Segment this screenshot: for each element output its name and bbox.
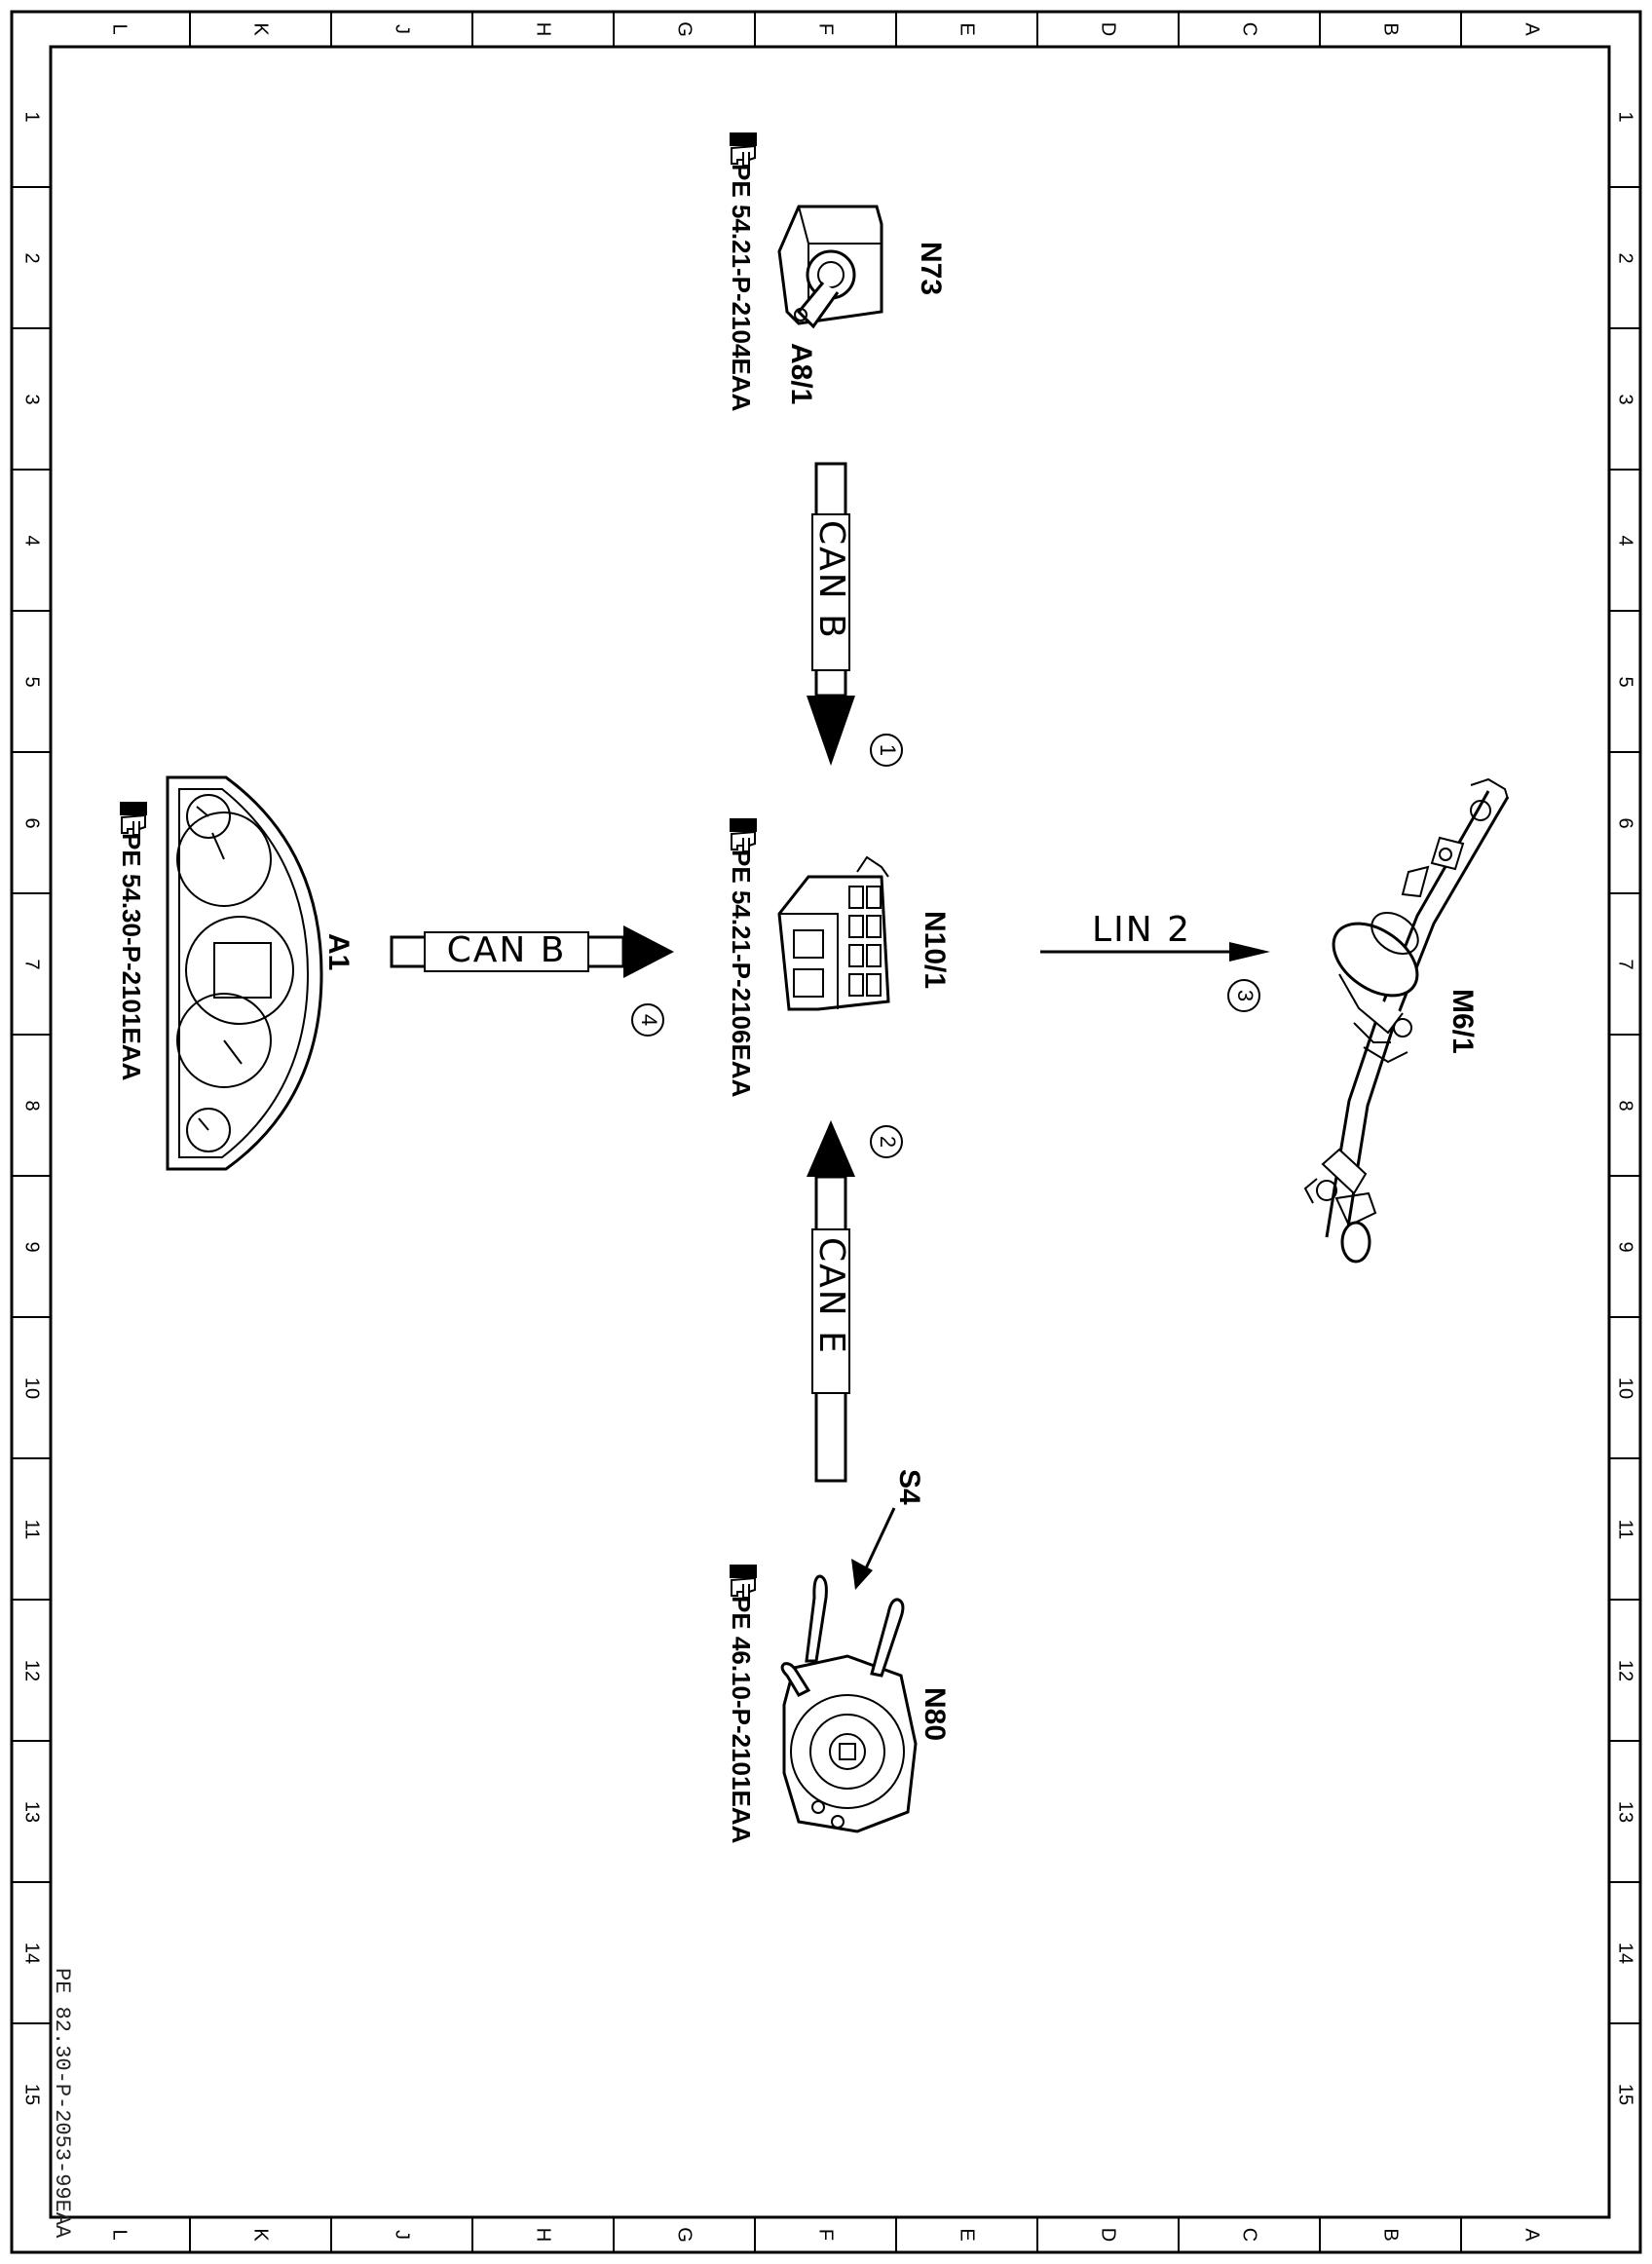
grid-letter: F <box>815 23 837 35</box>
bus-label: CAN B <box>447 930 567 970</box>
grid-number: 1 <box>1615 111 1636 122</box>
steering-column-module-icon <box>780 1574 918 1833</box>
grid-number: 15 <box>21 2084 43 2105</box>
n73-label: N73 <box>915 242 947 295</box>
hand-pointer-icon <box>119 801 148 836</box>
grid-letter: B <box>1380 2228 1402 2241</box>
bus-label: CAN B <box>811 520 851 640</box>
grid-letter: K <box>250 22 272 36</box>
grid-number: 13 <box>1615 1801 1636 1823</box>
grid-ticks <box>12 12 1640 2252</box>
s4-label: S4 <box>893 1469 925 1505</box>
hand-pointer-icon <box>729 132 758 167</box>
grid-letter: F <box>815 2229 837 2241</box>
grid-letter: D <box>1098 22 1119 36</box>
grid-number: 14 <box>21 1943 43 1964</box>
grid-number: 2 <box>1615 252 1636 263</box>
grid-number: 14 <box>1615 1943 1636 1964</box>
grid-number: 6 <box>1615 817 1636 828</box>
component-m6-1: M6/1 <box>1303 777 1510 1264</box>
grid-number: 9 <box>1615 1241 1636 1252</box>
connection-1: CAN B 1 <box>807 462 903 767</box>
n10-1-reference: PE 54.21-P-2106EAA <box>727 849 756 1098</box>
grid-number: 5 <box>1615 676 1636 687</box>
grid-letters-top: L K J H G F E D C B A <box>109 21 1543 37</box>
n80-reference: PE 46.10-P-2101EAA <box>727 1596 756 1844</box>
component-n73: PE 54.21-P-2104EAA N73 A8/1 <box>727 132 947 412</box>
grid-number: 15 <box>1615 2084 1636 2105</box>
a8-1-label: A8/1 <box>785 343 817 404</box>
grid-number: 5 <box>21 676 43 687</box>
connection-number: 2 <box>876 1136 900 1148</box>
connection-number: 3 <box>1233 990 1258 1001</box>
grid-number: 3 <box>1615 394 1636 404</box>
grid-number: 8 <box>1615 1100 1636 1111</box>
grid-letter: L <box>109 2229 131 2240</box>
grid-letter: C <box>1239 22 1260 36</box>
grid-number: 7 <box>1615 959 1636 969</box>
grid-letter: E <box>957 2228 978 2241</box>
connection-number: 1 <box>876 744 900 756</box>
grid-letter: B <box>1380 22 1402 35</box>
grid-letter: H <box>533 22 554 36</box>
grid-number: 2 <box>21 252 43 263</box>
m6-1-label: M6/1 <box>1446 989 1479 1054</box>
connection-3: LIN 2 3 <box>1040 910 1270 1012</box>
hand-pointer-icon <box>729 817 758 852</box>
grid-numbers-right: 1 2 3 4 5 6 7 8 9 10 11 12 13 14 15 <box>1615 111 1636 2105</box>
grid-letter: G <box>674 21 695 37</box>
grid-letter: G <box>674 2227 695 2243</box>
wiper-linkage-icon <box>1303 777 1510 1264</box>
grid-number: 10 <box>21 1377 43 1399</box>
component-a1: PE 54.30-P-2101EAA A1 <box>117 775 355 1171</box>
n80-label: N80 <box>919 1687 951 1741</box>
grid-number: 8 <box>21 1100 43 1111</box>
a1-label: A1 <box>322 933 355 970</box>
grid-number: 3 <box>21 394 43 404</box>
grid-letter: H <box>533 2228 554 2242</box>
grid-number: 6 <box>21 817 43 828</box>
grid-number: 4 <box>21 535 43 546</box>
grid-letter: A <box>1521 22 1543 36</box>
grid-letter: A <box>1521 2228 1543 2242</box>
control-module-icon <box>777 855 890 1011</box>
drawing-frame <box>10 10 1642 2254</box>
grid-number: 10 <box>1615 1377 1636 1399</box>
grid-letter: E <box>957 22 978 35</box>
grid-numbers-left: 1 2 3 4 5 6 7 8 9 10 11 12 13 14 15 <box>21 111 43 2105</box>
grid-number: 1 <box>21 111 43 122</box>
grid-letter: C <box>1239 2228 1260 2242</box>
grid-letters-bottom: L K J H G F E D C B A <box>109 2227 1543 2243</box>
connection-number: 4 <box>637 1014 661 1026</box>
ignition-switch-icon <box>777 205 883 329</box>
grid-number: 12 <box>1615 1660 1636 1681</box>
grid-number: 11 <box>1615 1520 1636 1540</box>
component-n80: S4 PE 46.10-P-2101EAA N80 <box>727 1469 951 1844</box>
grid-number: 4 <box>1615 535 1636 546</box>
connection-4: CAN B 4 <box>390 925 674 1037</box>
grid-number: 11 <box>21 1520 43 1540</box>
hand-pointer-icon <box>729 1564 758 1599</box>
grid-letter: J <box>392 2230 413 2240</box>
grid-number: 13 <box>21 1801 43 1823</box>
grid-number: 12 <box>21 1660 43 1681</box>
bus-label: CAN E <box>811 1237 851 1355</box>
component-n10-1: PE 54.21-P-2106EAA N10/1 <box>727 817 951 1098</box>
bus-label: LIN 2 <box>1092 910 1191 950</box>
a1-reference: PE 54.30-P-2101EAA <box>117 833 146 1081</box>
grid-number: 7 <box>21 959 43 969</box>
document-number: PE 82.30-P-2053-99EAA <box>50 1968 74 2239</box>
grid-number: 9 <box>21 1241 43 1252</box>
grid-letter: K <box>250 2228 272 2242</box>
grid-letter: L <box>109 23 131 34</box>
n10-1-label: N10/1 <box>919 911 951 989</box>
connection-2: CAN E 2 <box>807 1120 903 1483</box>
instrument-cluster-icon <box>166 775 323 1171</box>
grid-letter: J <box>392 24 413 34</box>
grid-letter: D <box>1098 2228 1119 2242</box>
n73-reference: PE 54.21-P-2104EAA <box>727 164 756 412</box>
